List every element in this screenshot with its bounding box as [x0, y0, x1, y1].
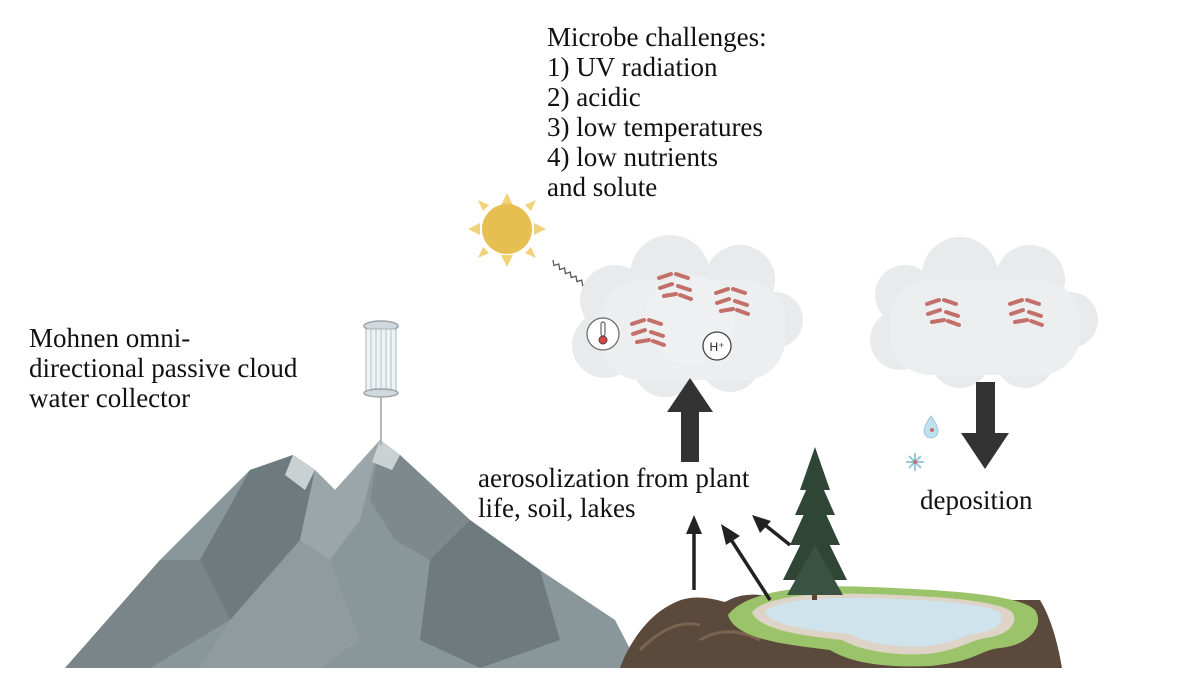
microbe-cluster	[714, 287, 750, 316]
deposition-arrow	[961, 382, 1009, 469]
microbe-cluster	[630, 318, 666, 347]
aerosol-arrows	[686, 515, 792, 601]
microbe-cluster	[1008, 298, 1044, 327]
thermometer-icon	[586, 317, 620, 351]
lake	[728, 586, 1039, 667]
collector-label-line: water collector	[29, 383, 191, 413]
microbe-cluster	[657, 272, 693, 301]
deposition-label: deposition	[920, 485, 1033, 515]
cloud-left	[572, 235, 803, 397]
challenge-item: 3) low temperatures	[547, 112, 763, 142]
mountain	[65, 440, 640, 668]
droplet-icon	[923, 415, 939, 439]
microbe-challenges-text: Microbe challenges: 1) UV radiation 2) a…	[547, 22, 767, 202]
collector-label-line: Mohnen omni-	[29, 323, 191, 353]
challenge-item: 4) low nutrients	[547, 142, 718, 172]
aerosolization-label-line: life, soil, lakes	[478, 493, 636, 523]
collector-label-line: directional passive cloud	[29, 353, 298, 383]
microbe-cluster	[925, 298, 961, 327]
cloud-right	[870, 237, 1098, 388]
acid-icon: H⁺	[702, 331, 732, 361]
challenge-item: 1) UV radiation	[547, 52, 718, 82]
challenge-item: 2) acidic	[547, 82, 641, 112]
aerosolization-label: aerosolization from plant life, soil, la…	[478, 463, 749, 523]
aerosolization-arrow	[667, 378, 713, 462]
aerosolization-label-line: aerosolization from plant	[478, 463, 750, 493]
snowflake-icon	[906, 453, 924, 471]
collector-label: Mohnen omni- directional passive cloud w…	[29, 323, 297, 413]
challenges-heading: Microbe challenges:	[547, 22, 767, 52]
challenge-item: and solute	[547, 172, 658, 202]
acid-symbol: H⁺	[710, 340, 725, 354]
pine-tree	[783, 447, 847, 600]
cloud-water-collector	[363, 320, 399, 445]
sun-icon	[468, 193, 546, 267]
